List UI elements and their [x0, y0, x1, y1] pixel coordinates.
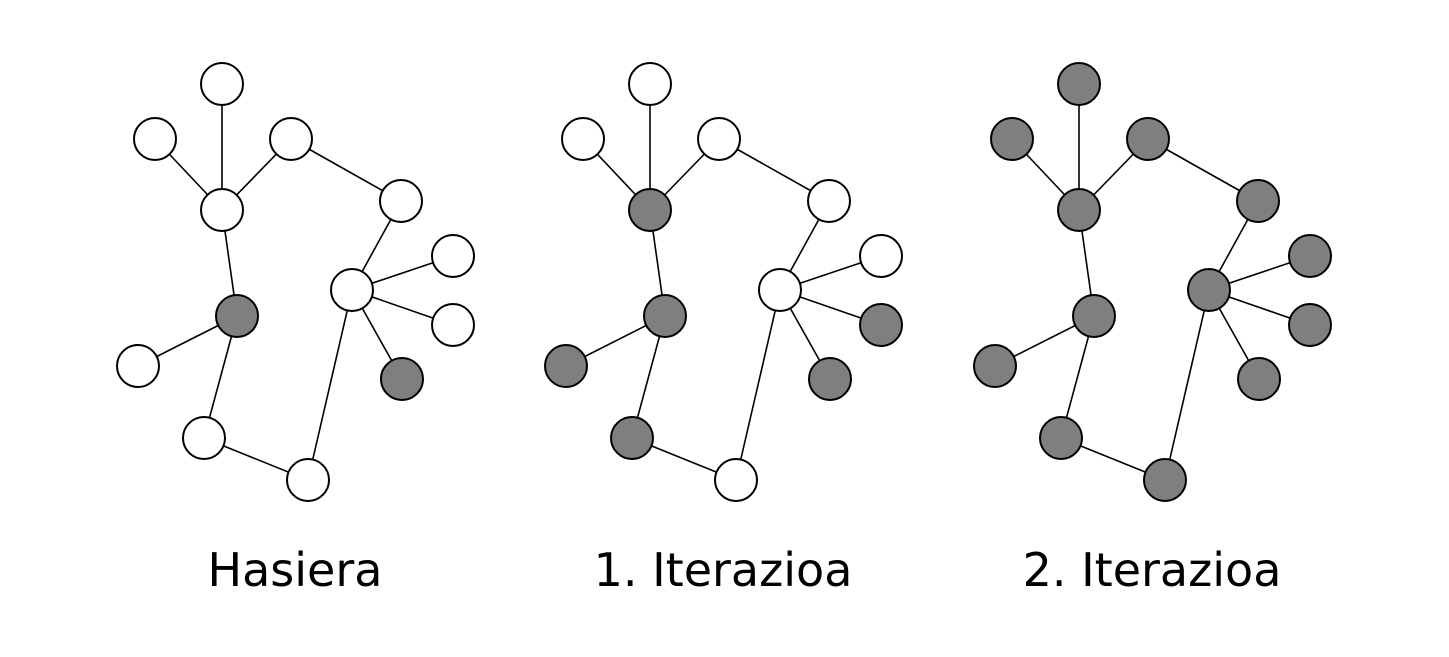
graph-node-far-right-3 — [1237, 357, 1281, 401]
graph-node-top — [200, 62, 244, 106]
graph-panel-1: Hasiera — [116, 62, 475, 597]
graph-node-left — [116, 344, 160, 388]
graph-node-far-right-2 — [1288, 303, 1332, 347]
graph-node-upper-left — [561, 117, 605, 161]
graph-node-far-right-2 — [431, 303, 475, 347]
graph-node-far-right-3 — [380, 357, 424, 401]
graph-node-bottom — [1143, 458, 1187, 502]
graph-node-upper-mid — [269, 117, 313, 161]
graph-node-right-upper — [807, 179, 851, 223]
graph-edge — [307, 289, 353, 481]
graph-node-top — [1057, 62, 1101, 106]
graph-node-upper-mid — [697, 117, 741, 161]
graph-node-upper-left — [990, 117, 1034, 161]
graph-node-left — [544, 344, 588, 388]
graph-node-far-right-1 — [431, 234, 475, 278]
graph-node-right-upper — [1236, 179, 1280, 223]
graph-node-center — [643, 294, 687, 338]
graph-node-far-right-2 — [859, 303, 903, 347]
graph-node-hub-right — [330, 268, 374, 312]
graph-node-left — [973, 344, 1017, 388]
graph-node-far-right-1 — [1288, 234, 1332, 278]
graph-node-center — [215, 294, 259, 338]
graph-edge — [735, 289, 781, 481]
graph-node-lower — [1039, 416, 1083, 460]
graph-node-far-right-3 — [808, 357, 852, 401]
graph-node-far-right-1 — [859, 234, 903, 278]
graph-node-hub-upper — [200, 188, 244, 232]
graph-node-upper-left — [133, 117, 177, 161]
graph-node-hub-right — [1187, 268, 1231, 312]
graph-node-upper-mid — [1126, 117, 1170, 161]
graph-node-bottom — [286, 458, 330, 502]
graph-node-hub-upper — [1057, 188, 1101, 232]
panel-label: 1. Iterazioa — [594, 543, 853, 597]
graph-node-top — [628, 62, 672, 106]
graph-panel-3: 2. Iterazioa — [973, 62, 1332, 597]
graph-node-right-upper — [379, 179, 423, 223]
graph-edge — [1164, 289, 1210, 481]
graph-node-lower — [182, 416, 226, 460]
graph-node-lower — [610, 416, 654, 460]
graph-node-center — [1072, 294, 1116, 338]
graph-node-bottom — [714, 458, 758, 502]
graph-node-hub-upper — [628, 188, 672, 232]
graph-node-hub-right — [758, 268, 802, 312]
panel-label: Hasiera — [208, 543, 383, 597]
graph-panel-2: 1. Iterazioa — [544, 62, 903, 597]
panel-label: 2. Iterazioa — [1023, 543, 1282, 597]
